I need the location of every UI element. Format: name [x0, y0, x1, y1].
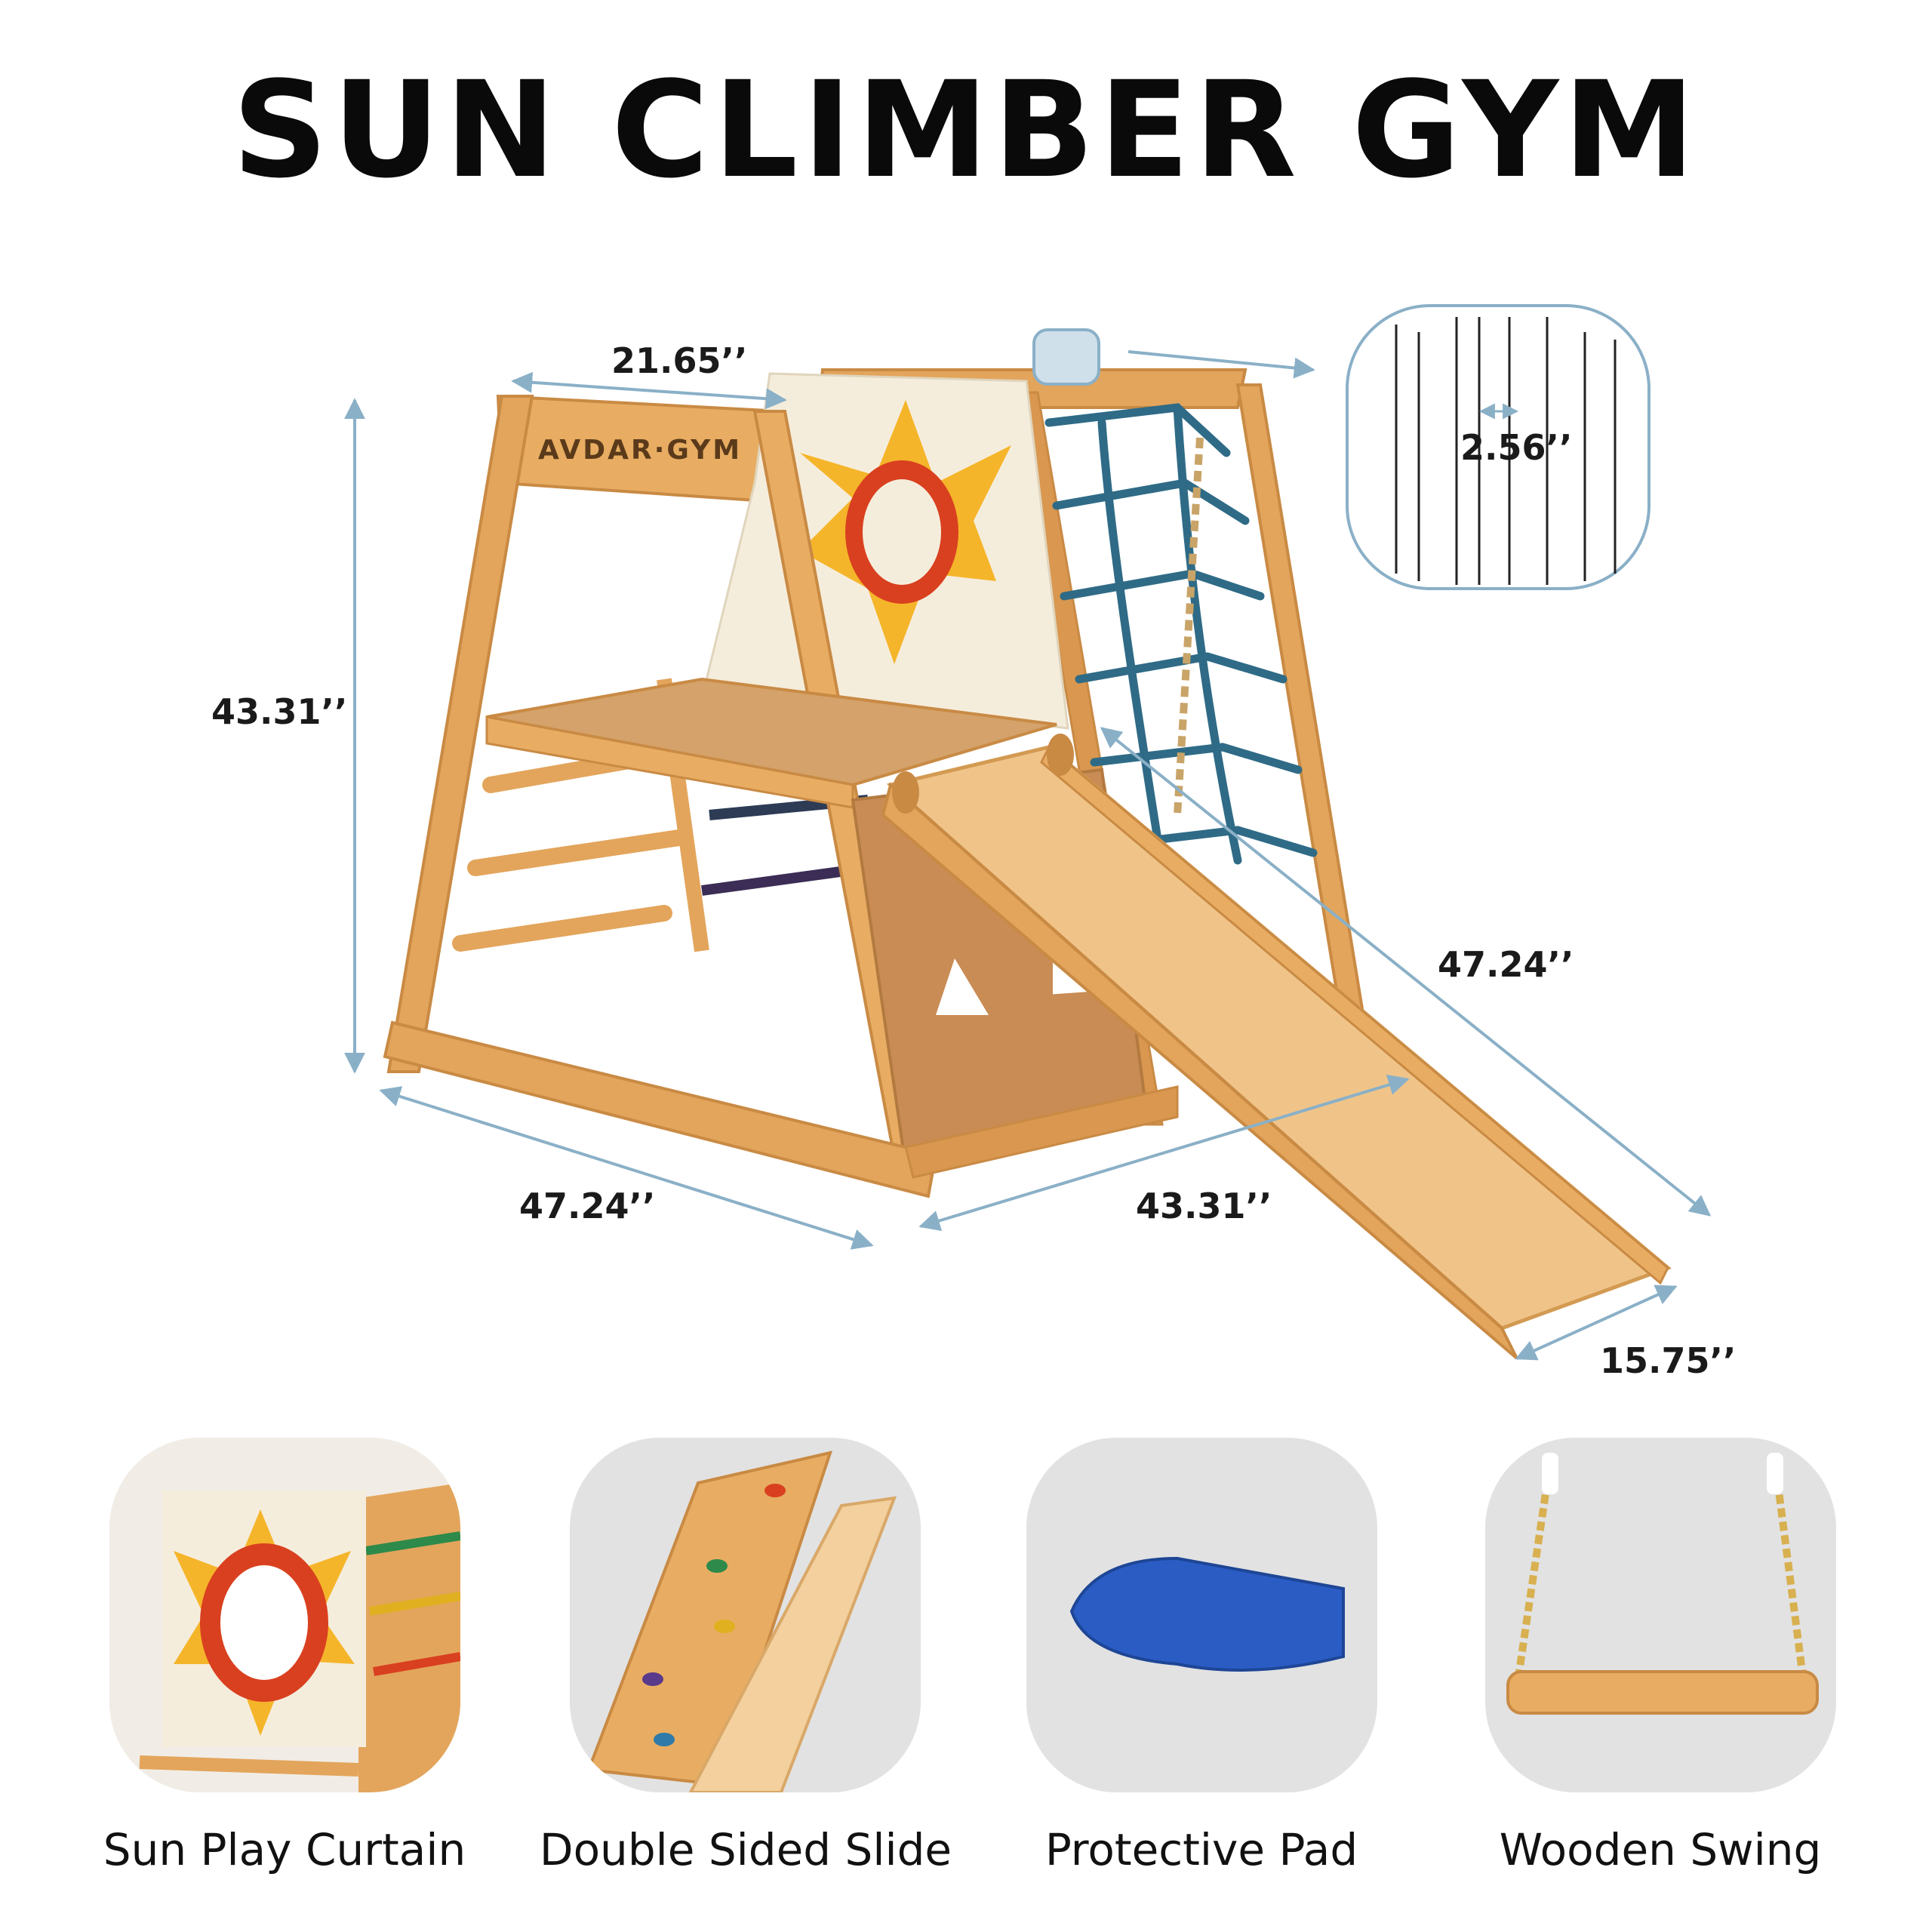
- feature-card-slide: [570, 1438, 921, 1792]
- feature-label-pad: Protective Pad: [1044, 1824, 1358, 1875]
- feature-label-sun-curtain: Sun Play Curtain: [103, 1824, 466, 1875]
- dim-slide-length: 47.24’’: [1438, 944, 1574, 985]
- feature-card-pad: [1026, 1438, 1377, 1792]
- feature-label-swing: Wooden Swing: [1499, 1824, 1822, 1875]
- gym-product-illustration: AVDAR·GYM: [344, 304, 1712, 1361]
- pad-icon: [1069, 1556, 1345, 1672]
- brand-mark: AVDAR·GYM: [538, 435, 742, 466]
- dim-top-width: 21.65’’: [611, 340, 748, 381]
- page-title: SUN CLIMBER GYM: [232, 53, 1700, 208]
- sun-curtain-icon: [109, 1438, 460, 1792]
- dim-slide-width: 15.75’’: [1600, 1340, 1737, 1381]
- dim-base-width: 43.31’’: [1136, 1186, 1272, 1226]
- dim-base-depth: 47.24’’: [519, 1186, 656, 1226]
- swing-icon: [1506, 1453, 1819, 1715]
- net-detail-zoom: [1346, 304, 1651, 590]
- dimension-lines: [344, 350, 1712, 1361]
- feature-card-sun-curtain: [109, 1438, 460, 1792]
- slide-icon: [586, 1451, 897, 1792]
- feature-card-swing: [1485, 1438, 1836, 1792]
- feature-label-slide: Double Sided Slide: [539, 1824, 952, 1875]
- dim-net-spacing: 2.56’’: [1460, 427, 1573, 468]
- sun-curtain-icon: [800, 400, 1011, 664]
- dim-height: 43.31’’: [211, 691, 348, 732]
